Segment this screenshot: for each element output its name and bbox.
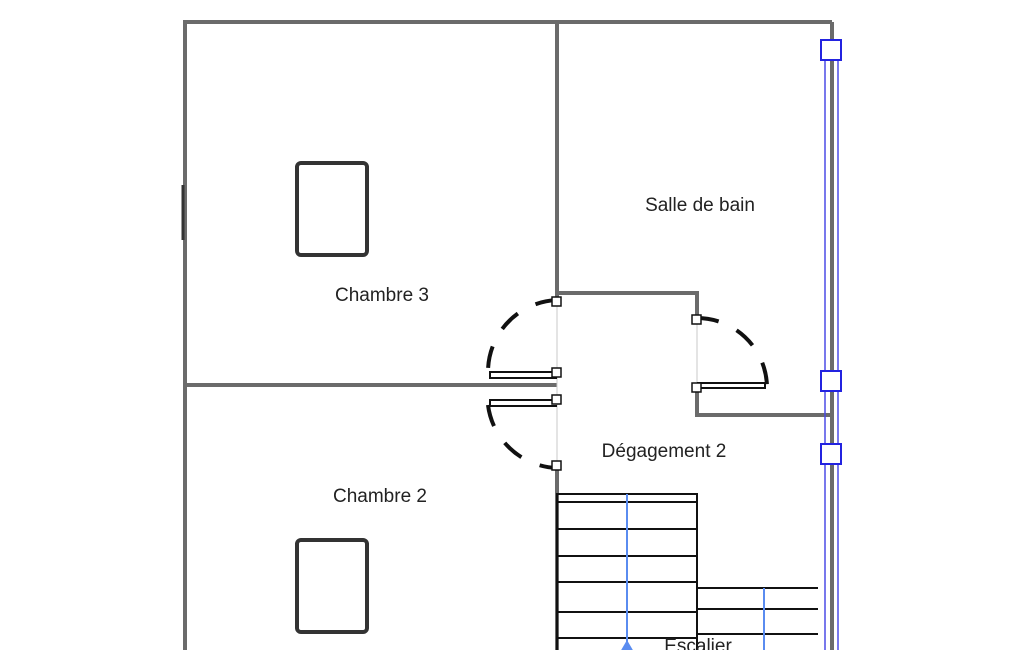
door-handle-point[interactable]	[551, 296, 562, 307]
room-label-chambre-3: Chambre 3	[335, 285, 429, 306]
selected-wall-right[interactable]	[820, 22, 842, 650]
selection-handle[interactable]	[820, 443, 842, 465]
room-label-escalier: Escalier	[664, 636, 732, 650]
stair-arrow-icon	[621, 640, 633, 650]
door-handle-point[interactable]	[691, 382, 702, 393]
door-handle-point[interactable]	[551, 460, 562, 471]
door-handle-point[interactable]	[691, 314, 702, 325]
bed-icon[interactable]	[295, 161, 369, 257]
door-handle-point[interactable]	[551, 394, 562, 405]
door-swing-arc	[696, 316, 769, 389]
wall-degagement-right[interactable]	[695, 388, 832, 417]
door-swing-arc	[485, 298, 558, 373]
door-handle-point[interactable]	[551, 367, 562, 378]
room-label-chambre-2: Chambre 2	[333, 486, 427, 507]
door-leaf-sdb[interactable]	[697, 382, 766, 389]
wall-sdb-bottom[interactable]	[557, 291, 699, 318]
door-leaf-chambre3[interactable]	[489, 371, 557, 379]
wall-outer[interactable]	[183, 20, 832, 650]
bed-icon[interactable]	[295, 538, 369, 634]
door-leaf-chambre2[interactable]	[489, 399, 557, 407]
door-swing-arc	[486, 404, 558, 470]
room-label-salle-de-bain: Salle de bain	[645, 195, 755, 216]
selection-handle[interactable]	[820, 370, 842, 392]
selection-handle[interactable]	[820, 39, 842, 61]
room-label-degagement-2: Dégagement 2	[602, 441, 727, 462]
staircase[interactable]	[556, 493, 818, 650]
